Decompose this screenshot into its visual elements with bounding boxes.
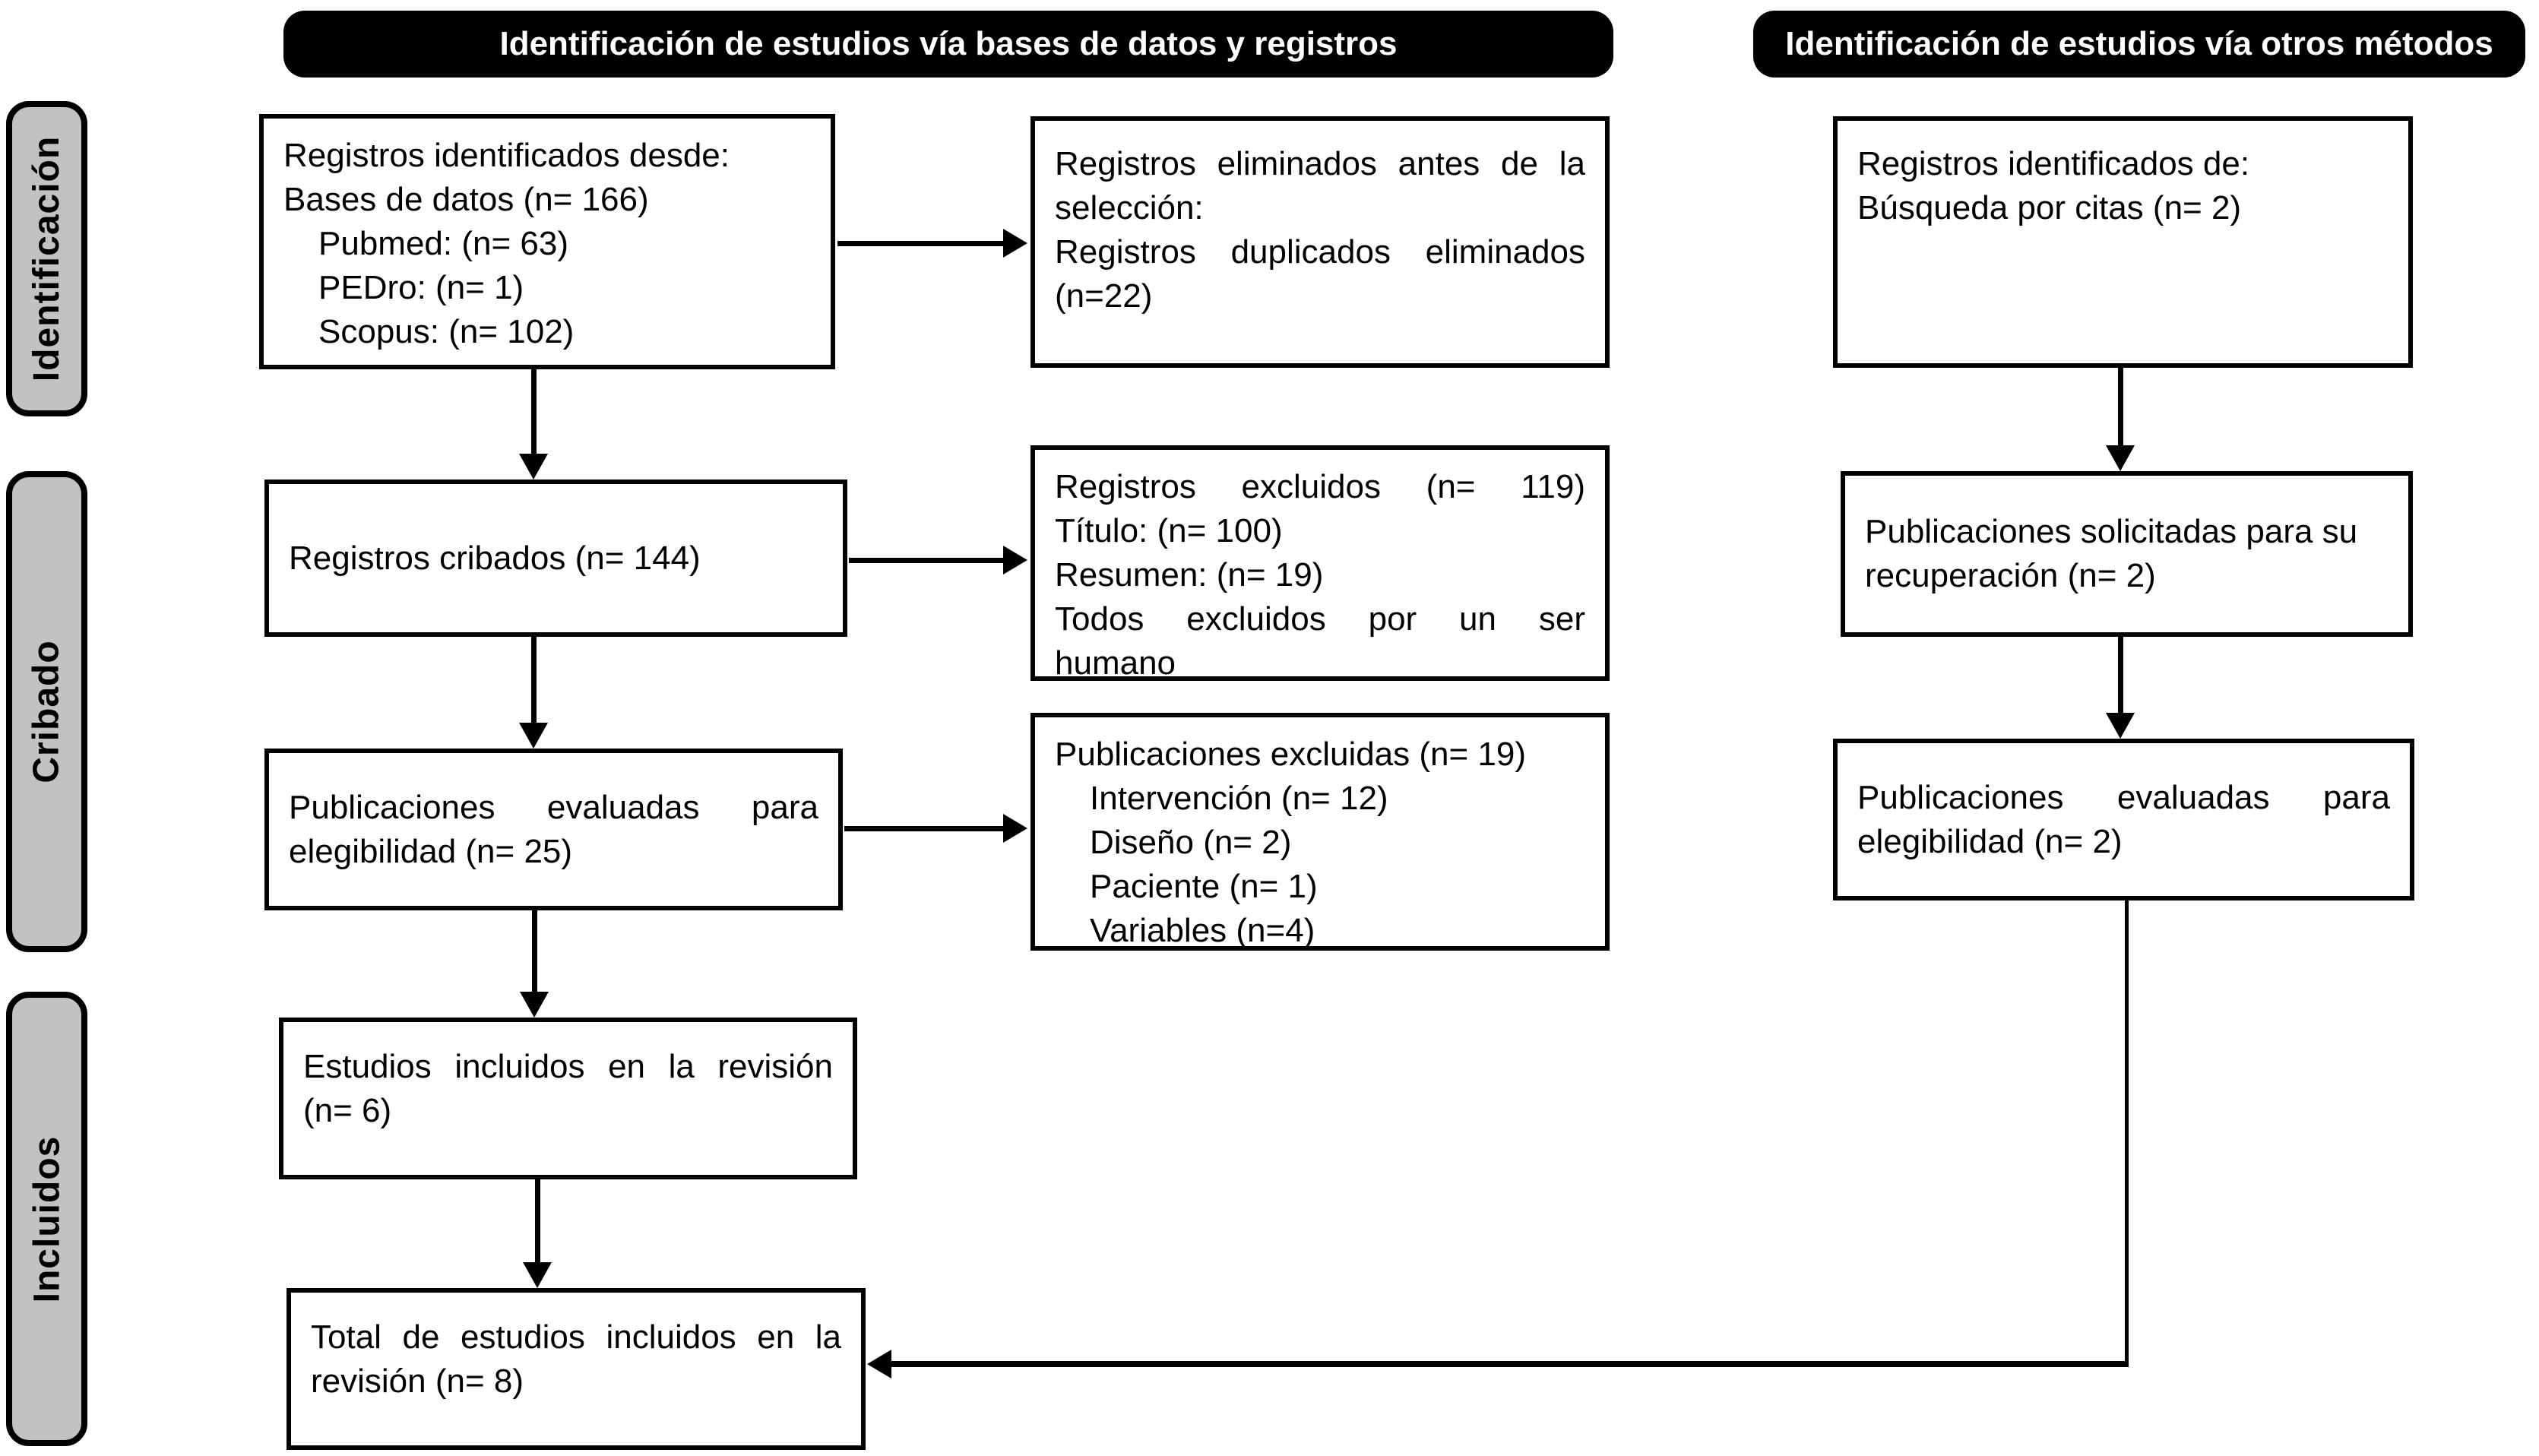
arrowhead-right-icon — [1003, 814, 1027, 843]
box-line: Título: (n= 100) — [1055, 512, 1283, 549]
header-other-methods-label: Identificación de estudios vía otros mét… — [1785, 25, 2493, 62]
box-line: Publicaciones excluidas (n= 19) — [1055, 736, 1527, 773]
box-line: Resumen: (n= 19) — [1055, 556, 1324, 593]
header-other-methods: Identificación de estudios vía otros mét… — [1753, 11, 2525, 78]
arrowhead-down-icon — [2106, 445, 2135, 471]
box-studies-included-review: Estudios incluidos en la revisión (n= 6) — [279, 1018, 857, 1179]
box-total-studies-included: Total de estudios incluidos en la revisi… — [287, 1288, 866, 1450]
box-publications-assessed-left: Publicaciones evaluadas para elegibilida… — [264, 749, 843, 910]
arrowhead-down-icon — [523, 1262, 552, 1288]
arrow-line — [849, 558, 1003, 563]
box-line: Scopus: (n= 102) — [318, 313, 575, 350]
arrow-line — [532, 910, 537, 992]
box-line: Total de estudios incluidos en la — [311, 1318, 841, 1356]
arrow-line — [535, 1179, 540, 1262]
box-line: Paciente (n= 1) — [1090, 868, 1318, 905]
box-line: Registros duplicados eliminados — [1055, 233, 1585, 271]
box-line: Registros cribados (n= 144) — [289, 539, 701, 577]
arrowhead-right-icon — [1003, 229, 1027, 258]
arrowhead-right-icon — [1003, 546, 1027, 574]
box-line: revisión (n= 8) — [311, 1363, 524, 1400]
box-line: Registros identificados desde: — [283, 137, 730, 174]
box-records-removed-before-screening: Registros eliminados antes de la selecci… — [1030, 116, 1610, 368]
box-publications-sought: Publicaciones solicitadas para su recupe… — [1841, 471, 2413, 637]
box-records-screened: Registros cribados (n= 144) — [264, 480, 847, 637]
box-line: Registros excluidos (n= 119) — [1055, 468, 1585, 505]
box-line: Diseño (n= 2) — [1090, 824, 1292, 861]
stage-identification-label: Identificación — [27, 135, 67, 382]
box-line: Publicaciones evaluadas para — [289, 788, 818, 826]
arrow-line — [531, 366, 537, 454]
box-line: Registros identificados de: — [1857, 145, 2250, 182]
arrowhead-left-icon — [867, 1350, 891, 1378]
box-line: Intervención (n= 12) — [1090, 780, 1388, 817]
stage-screening-label: Cribado — [27, 640, 67, 783]
box-line: Publicaciones solicitadas para su — [1865, 513, 2358, 550]
box-line: recuperación (n= 2) — [1865, 557, 2156, 594]
arrow-line — [2118, 637, 2123, 713]
box-line: humano — [1055, 644, 1176, 682]
box-line: Búsqueda por citas (n= 2) — [1857, 189, 2242, 226]
box-line: Pubmed: (n= 63) — [318, 225, 568, 262]
box-line: selección: — [1055, 189, 1204, 226]
box-records-identified-citation: Registros identificados de: Búsqueda por… — [1833, 116, 2413, 368]
box-publications-assessed-right: Publicaciones evaluadas para elegibilida… — [1833, 739, 2414, 901]
arrowhead-down-icon — [519, 723, 548, 749]
box-publications-excluded: Publicaciones excluidas (n= 19) Interven… — [1030, 713, 1610, 951]
box-line: elegibilidad (n= 2) — [1857, 822, 2123, 860]
box-line: Variables (n=4) — [1090, 912, 1315, 949]
box-line: Estudios incluidos en la revisión — [303, 1048, 833, 1085]
box-line: (n= 6) — [303, 1092, 392, 1129]
header-databases: Identificación de estudios vía bases de … — [283, 11, 1613, 78]
stage-included-label: Incluidos — [27, 1135, 67, 1302]
connector-vertical-line — [2125, 901, 2129, 1367]
box-line: elegibilidad (n= 25) — [289, 832, 573, 870]
box-line: Todos excluidos por un ser — [1055, 600, 1585, 638]
arrowhead-down-icon — [520, 992, 549, 1018]
stage-identification: Identificación — [6, 101, 87, 416]
box-records-excluded: Registros excluidos (n= 119) Título: (n=… — [1030, 445, 1610, 682]
connector-horizontal-line — [891, 1361, 2129, 1367]
arrowhead-down-icon — [519, 454, 548, 480]
box-line: Registros eliminados antes de la — [1055, 145, 1585, 182]
box-line: PEDro: (n= 1) — [318, 269, 524, 306]
arrow-line — [2118, 368, 2123, 445]
stage-screening: Cribado — [6, 471, 87, 952]
box-line: Bases de datos (n= 166) — [283, 181, 649, 218]
arrow-line — [837, 241, 1003, 246]
arrow-line — [844, 826, 1003, 831]
box-line: (n=22) — [1055, 277, 1153, 315]
box-line: Publicaciones evaluadas para — [1857, 778, 2390, 816]
arrow-line — [531, 637, 537, 723]
stage-included: Incluidos — [6, 992, 87, 1446]
arrowhead-down-icon — [2106, 713, 2135, 739]
header-databases-label: Identificación de estudios vía bases de … — [499, 25, 1398, 62]
box-records-identified-databases: Registros identificados desde: Bases de … — [259, 114, 835, 369]
